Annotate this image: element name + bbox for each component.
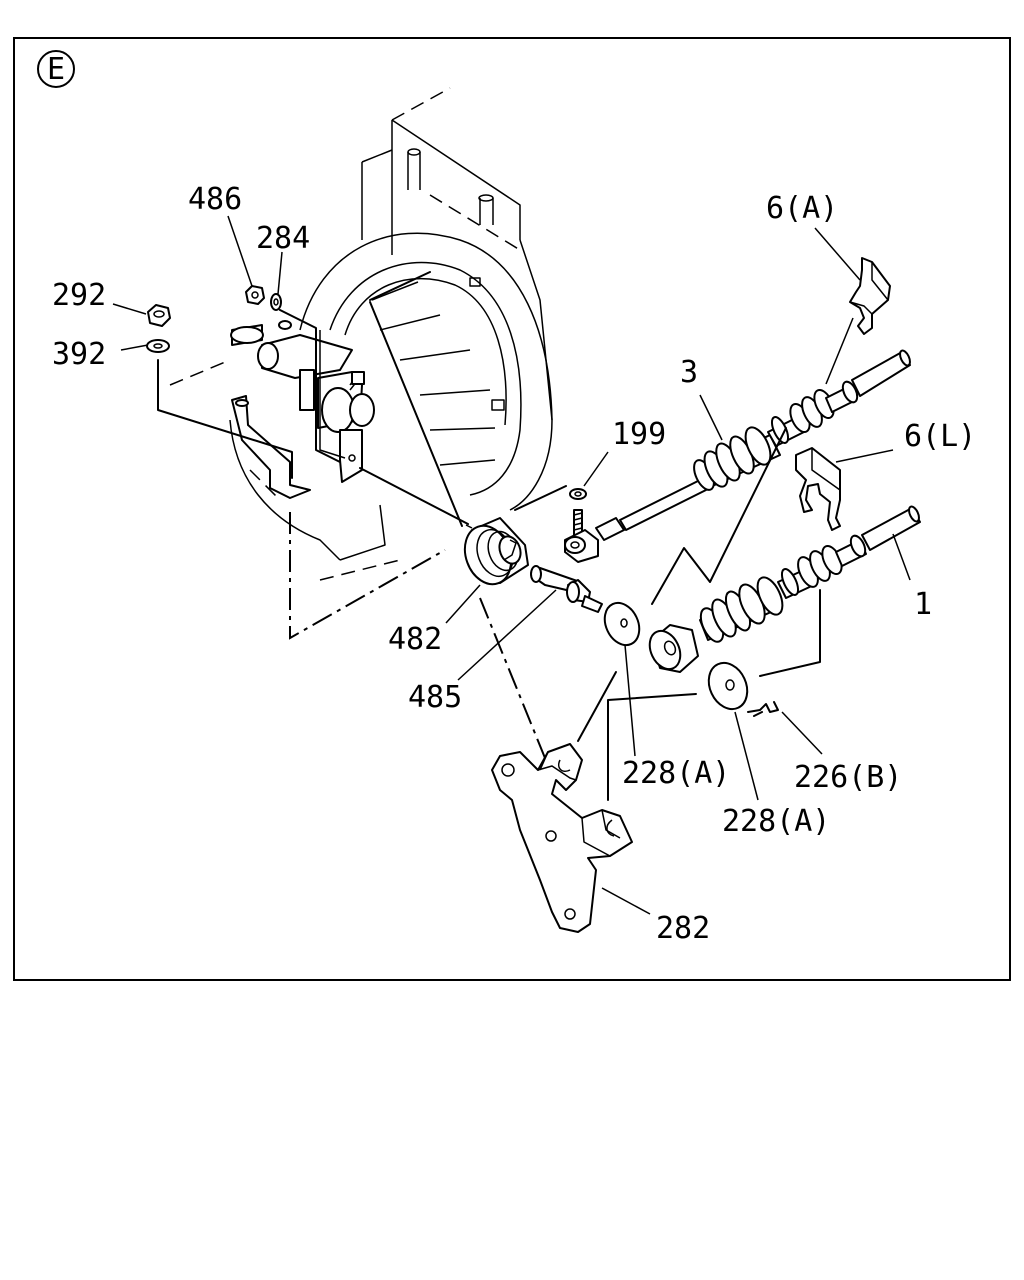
label-228a-2: 228(A)	[722, 804, 830, 839]
shift-shaft-assembly	[230, 320, 375, 499]
cable-1	[648, 505, 921, 673]
guide-lines	[359, 271, 821, 801]
label-284: 284	[256, 221, 310, 256]
view-marker-letter: E	[47, 52, 65, 87]
label-392: 392	[52, 337, 106, 372]
nut-486	[245, 285, 265, 305]
label-485: 485	[408, 680, 462, 715]
label-1: 1	[914, 587, 932, 622]
bracket-282	[491, 743, 633, 933]
bolt-199	[569, 488, 587, 536]
clip-6a	[849, 257, 891, 335]
label-228a-1: 228(A)	[622, 756, 730, 791]
label-3: 3	[680, 355, 698, 390]
label-486: 486	[188, 182, 242, 217]
pin-226b	[747, 701, 779, 717]
diagram-frame	[13, 37, 1011, 981]
washer-284	[270, 293, 282, 311]
washer-228a-2	[707, 661, 749, 711]
bracket-392	[157, 359, 293, 479]
clip-6l	[795, 447, 841, 531]
leader-lines	[112, 215, 911, 915]
bracket-284-486	[279, 309, 341, 463]
label-6l: 6(L)	[904, 419, 976, 454]
label-6a: 6(A)	[766, 191, 838, 226]
label-282: 282	[656, 911, 710, 946]
view-marker: E	[37, 50, 75, 88]
stud-pin-485	[530, 565, 603, 613]
label-226b: 226(B)	[794, 760, 902, 795]
nut-292	[147, 304, 171, 327]
bushing-482	[463, 517, 529, 586]
alignment-lines	[289, 485, 567, 759]
label-482: 482	[388, 622, 442, 657]
part-labels: 486 284 292 392 6(A) 3 199 6(L) 1 482 48…	[52, 182, 976, 946]
transmission-housing	[169, 87, 553, 581]
cable-3	[564, 349, 911, 563]
washer-228a-1	[603, 601, 641, 647]
washer-392	[146, 339, 170, 353]
label-199: 199	[612, 417, 666, 452]
label-292: 292	[52, 278, 106, 313]
